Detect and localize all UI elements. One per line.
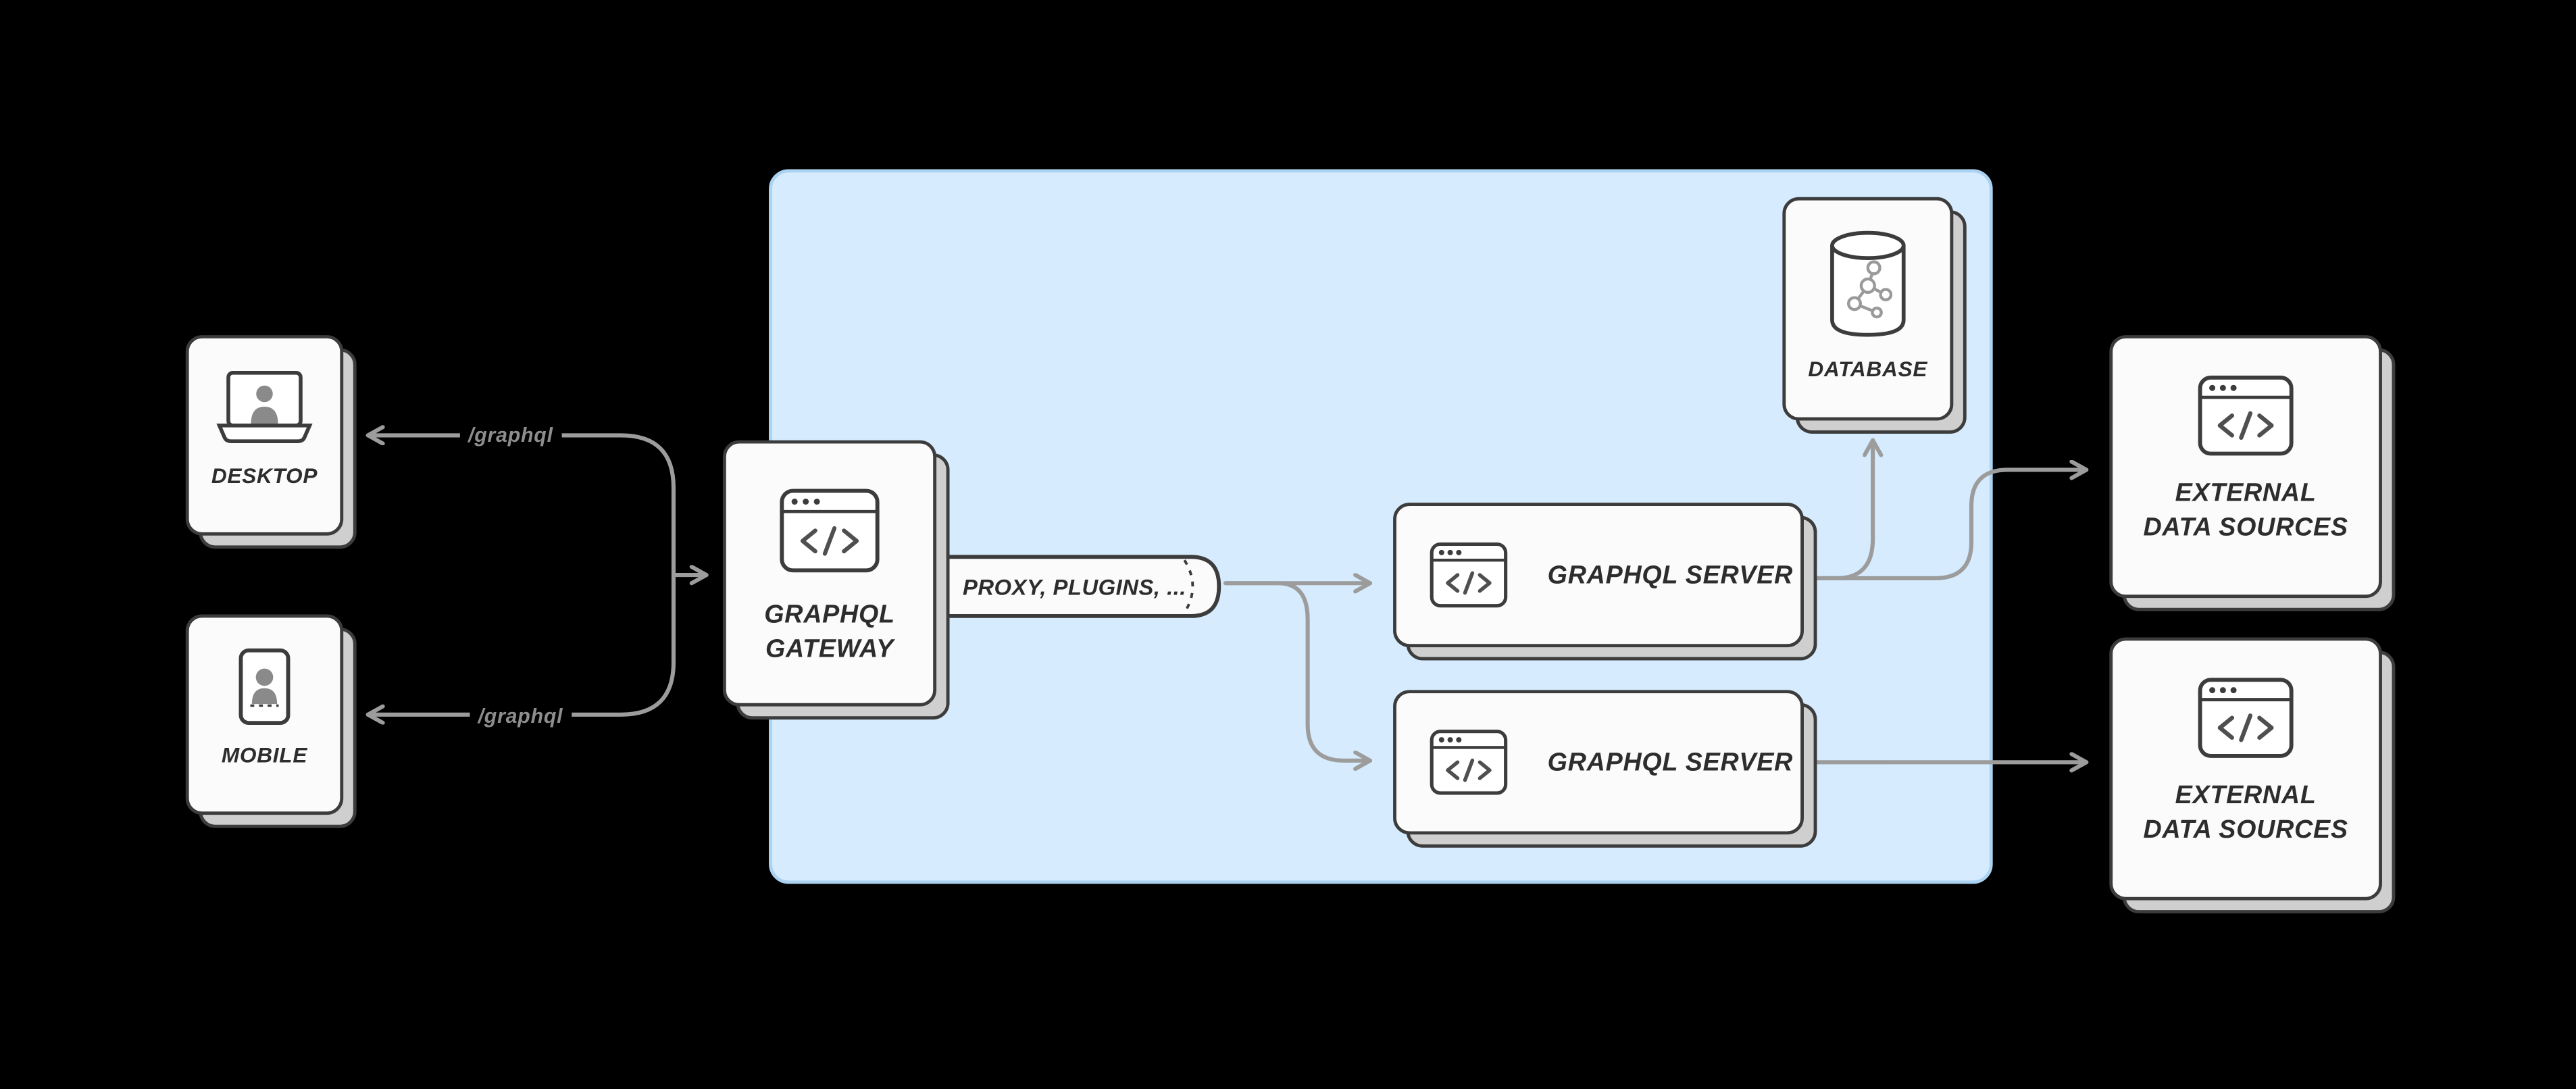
node-graphql-server-bottom: GRAPHQL SERVER [1393, 690, 1817, 848]
server-label: GRAPHQL SERVER [1547, 748, 1794, 776]
proxy-label: PROXY, PLUGINS, ... [962, 574, 1186, 599]
code-window-icon [2196, 677, 2295, 759]
desktop-label: DESKTOP [211, 463, 318, 488]
edge-gateway-desktop [365, 435, 676, 578]
database-label: DATABASE [1808, 356, 1928, 382]
route-label-desktop: /graphql [459, 422, 561, 449]
node-external-data-sources-bottom: EXTERNAL DATA SOURCES [2109, 637, 2396, 914]
node-external-data-sources-top: EXTERNAL DATA SOURCES [2109, 335, 2396, 611]
database-icon [1820, 224, 1915, 345]
proxy-pill: PROXY, PLUGINS, ... [913, 553, 1226, 619]
route-label-mobile: /graphql [470, 703, 572, 730]
node-desktop: DESKTOP [185, 335, 357, 549]
edge-server-database [1811, 438, 1873, 580]
code-window-icon [779, 486, 881, 575]
node-graphql-gateway: GRAPHQL GATEWAY [722, 440, 950, 720]
code-window-icon [1430, 728, 1509, 796]
edge-server-external-top [1811, 470, 2089, 580]
node-graphql-server-top: GRAPHQL SERVER [1393, 503, 1817, 661]
node-mobile: MOBILE [185, 614, 357, 828]
external-label: EXTERNAL DATA SOURCES [2143, 782, 2348, 844]
server-label: GRAPHQL SERVER [1547, 561, 1794, 589]
code-window-icon [1430, 540, 1509, 609]
node-database: DATABASE [1782, 197, 1967, 434]
external-label: EXTERNAL DATA SOURCES [2143, 480, 2348, 542]
smartphone-user-icon [236, 647, 293, 726]
code-window-icon [2196, 374, 2295, 457]
gateway-label: GRAPHQL GATEWAY [764, 601, 895, 664]
edge-proxy-server-bottom [1223, 581, 1373, 761]
edge-gateway-mobile [365, 573, 676, 715]
laptop-user-icon [210, 368, 318, 447]
mobile-label: MOBILE [221, 742, 308, 767]
